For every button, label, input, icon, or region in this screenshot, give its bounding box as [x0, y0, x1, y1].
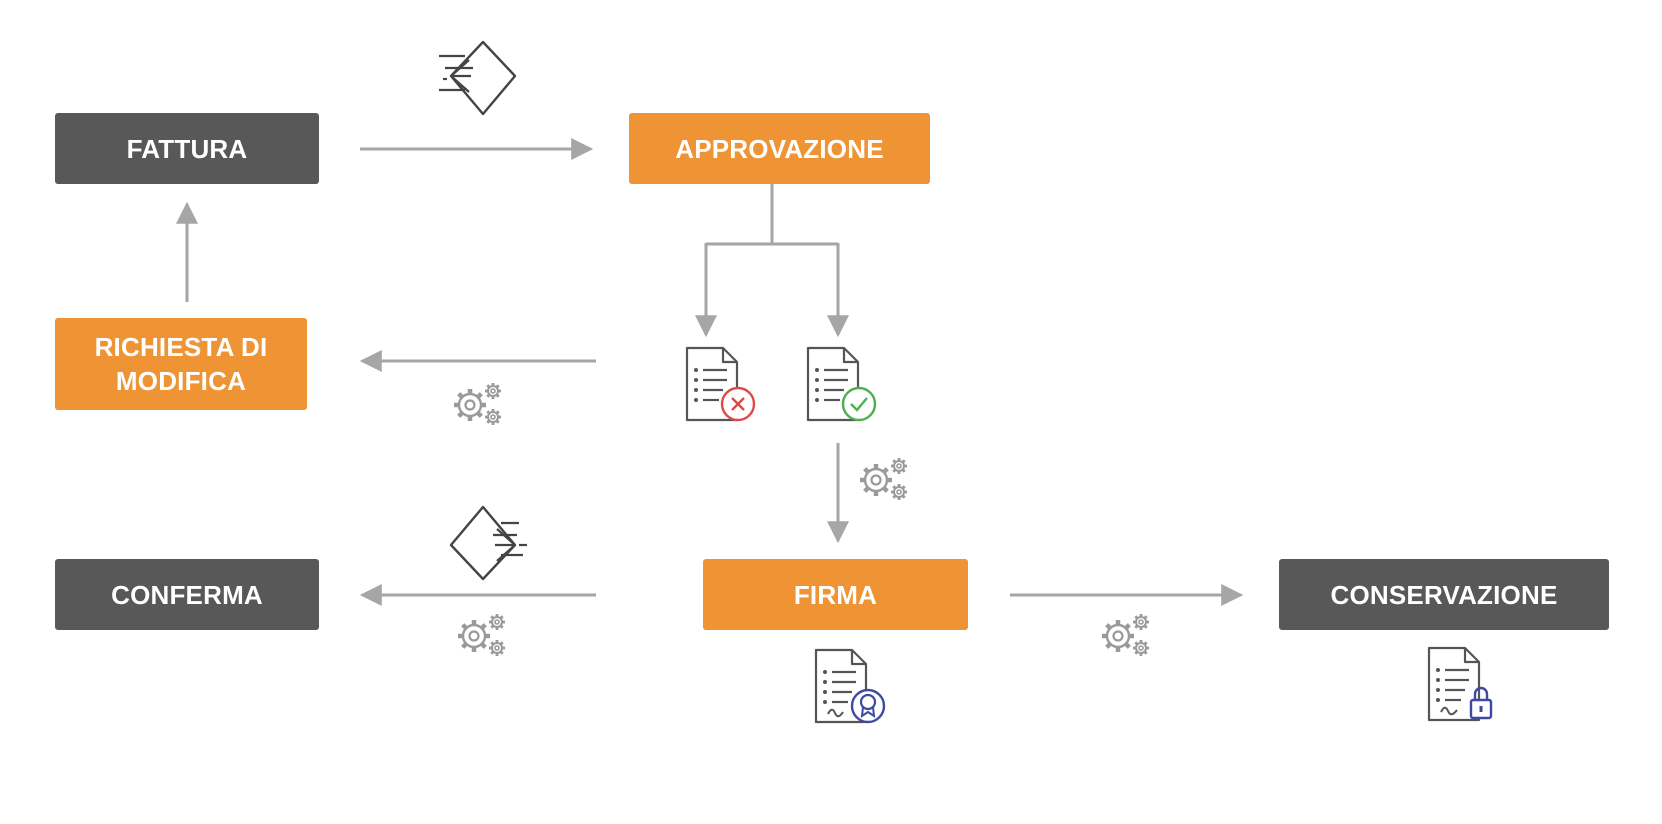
node-firma: FIRMA — [703, 559, 968, 630]
node-fattura: FATTURA — [55, 113, 319, 184]
node-richiesta-di-modifica: RICHIESTA DI MODIFICA — [55, 318, 307, 410]
envelope-icon — [449, 505, 527, 581]
node-label: APPROVAZIONE — [675, 133, 884, 164]
node-conservazione: CONSERVAZIONE — [1279, 559, 1609, 630]
node-label: FATTURA — [126, 133, 248, 164]
node-approvazione: APPROVAZIONE — [629, 113, 930, 184]
gears-icon — [1102, 614, 1149, 656]
document-rejected-icon — [685, 346, 756, 422]
document-locked-icon — [1427, 646, 1493, 722]
node-label: CONFERMA — [111, 579, 263, 610]
envelope-icon — [439, 40, 517, 116]
node-conferma: CONFERMA — [55, 559, 319, 630]
gears-icon — [860, 458, 907, 500]
node-label-line1: RICHIESTA DI — [94, 332, 268, 362]
node-label: CONSERVAZIONE — [1330, 579, 1558, 610]
node-label: FIRMA — [793, 579, 878, 610]
gears-icon — [458, 614, 505, 656]
connector-approvazione-split — [706, 184, 838, 246]
node-label-line2: MODIFICA — [115, 366, 247, 396]
gears-icon — [454, 383, 501, 425]
document-certified-icon — [814, 648, 886, 724]
document-approved-icon — [806, 346, 877, 422]
